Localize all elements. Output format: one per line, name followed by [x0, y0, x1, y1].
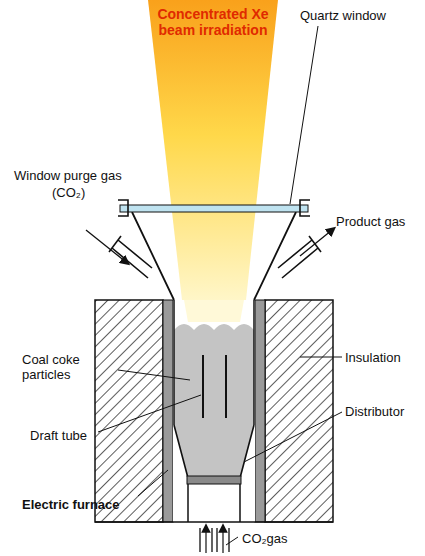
part-label: Distributor [345, 404, 404, 419]
part-label: Draft tube [30, 428, 87, 443]
part-label: Coal coke particles [22, 352, 118, 382]
part-label: Insulation [345, 350, 401, 365]
part-label: CO₂gas [242, 531, 288, 546]
beam-text: Concentrated Xe beam irradiation [150, 6, 276, 38]
part-label: Product gas [336, 214, 405, 229]
part-label: Window purge gas [14, 168, 122, 183]
part-label: Electric furnace [22, 497, 120, 512]
part-label: Quartz window [300, 8, 386, 23]
part-label: (CO₂) [52, 185, 85, 200]
beam-area: Concentrated Xe beam irradiation [150, 6, 276, 38]
